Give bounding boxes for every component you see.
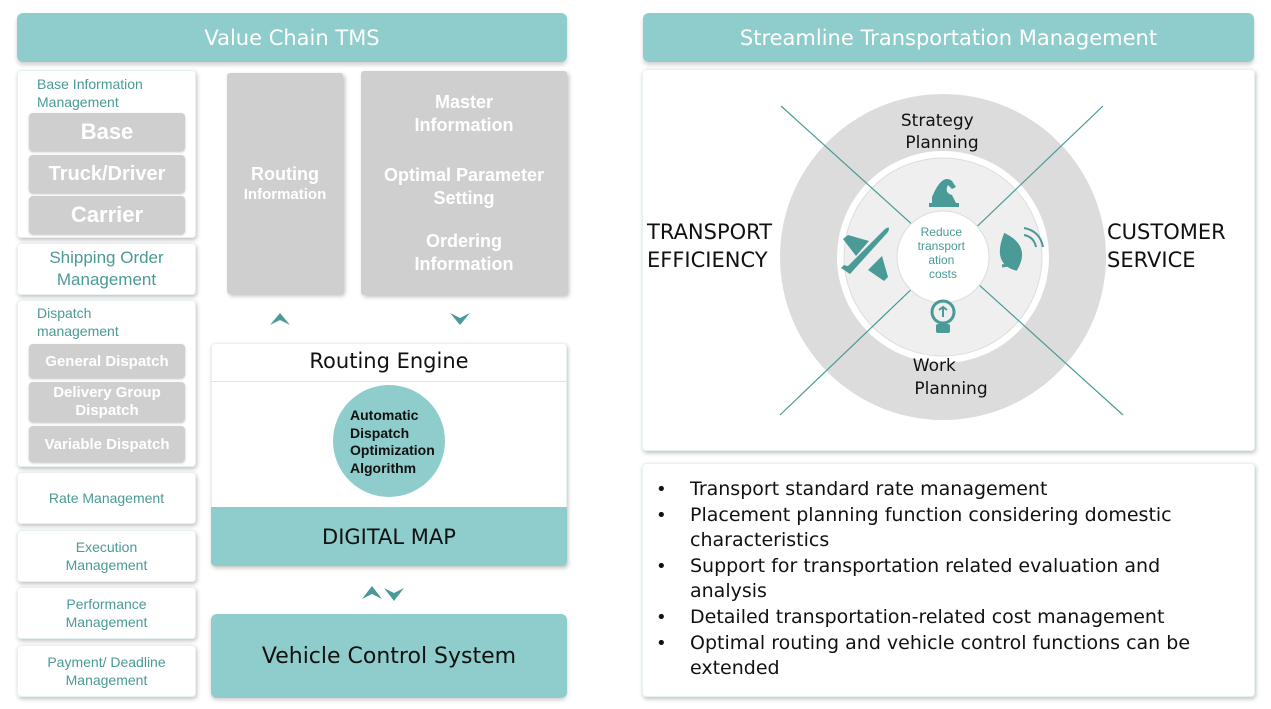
delivery-group-dispatch-button[interactable]: Delivery Group Dispatch — [29, 382, 185, 422]
vehicle-control-system: Vehicle Control System — [211, 614, 567, 698]
strategy-planning-label: Strategy Planning — [901, 111, 979, 153]
delivery-group-line1: Delivery Group — [53, 384, 161, 401]
base-info-title-line1: Base Information — [37, 76, 143, 92]
up-arrow-icon — [270, 313, 290, 325]
lightbulb-icon — [930, 299, 956, 333]
base-info-box: Base Information Management Base Truck/D… — [17, 70, 196, 238]
bidirectional-arrow-icon — [362, 586, 404, 601]
dispatch-title: Dispatch management — [37, 304, 119, 340]
digital-map-band: DIGITAL MAP — [211, 507, 567, 566]
shipping-order-box[interactable]: Shipping Order Management — [17, 243, 196, 295]
right-line2: SERVICE — [1107, 248, 1196, 272]
feature-3-line1: Support for transportation related evalu… — [690, 555, 1161, 577]
dispatch-title-line1: Dispatch — [37, 305, 92, 321]
performance-management-box[interactable]: Performance Management — [17, 587, 196, 639]
execution-line2: Management — [65, 557, 148, 573]
feature-2-line1: Placement planning function considering … — [690, 504, 1172, 526]
ordering-info-line1: Ordering — [425, 231, 502, 251]
payment-line2: Management — [65, 672, 148, 688]
shipping-order-line2: Management — [56, 270, 157, 289]
master-info-line2: Information — [414, 115, 514, 135]
transport-efficiency-label: TRANSPORT EFFICIENCY — [646, 220, 779, 272]
rate-management-box[interactable]: Rate Management — [17, 472, 196, 524]
center-label: Reduce transport ation costs — [918, 225, 969, 281]
feature-item: Placement planning function considering … — [656, 503, 1235, 553]
feature-item: Optimal routing and vehicle control func… — [656, 631, 1235, 681]
master-information-box: Master Information Optimal Parameter Set… — [361, 71, 567, 295]
algo-line1: Automatic — [350, 407, 419, 423]
feature-3-line2: analysis — [690, 580, 767, 602]
routing-engine-title: Routing Engine — [309, 349, 469, 373]
center-line1: Reduce — [921, 225, 963, 239]
strategy-line2: Planning — [905, 133, 978, 153]
center-line2: transport — [918, 239, 966, 253]
satellite-dish-icon — [999, 227, 1044, 271]
execution-line1: Execution — [75, 539, 138, 555]
left-line2: EFFICIENCY — [647, 248, 768, 272]
routing-information-box: Routing Information — [227, 73, 343, 294]
optimal-parameter-line2: Setting — [433, 188, 495, 208]
payment-deadline-box[interactable]: Payment/ Deadline Management — [17, 645, 196, 697]
strategy-diagram-panel: Strategy Planning Work Planning Reduce t… — [642, 69, 1255, 451]
algo-line4: Algorithm — [350, 459, 417, 476]
ordering-info-line2: Information — [414, 254, 514, 274]
feature-4-line1: Detailed transportation-related cost man… — [690, 606, 1165, 628]
base-button[interactable]: Base — [29, 113, 185, 151]
strategy-diagram: Strategy Planning Work Planning Reduce t… — [646, 94, 1232, 420]
feature-item: Detailed transportation-related cost man… — [656, 605, 1235, 630]
routing-engine-box: Routing Engine Automatic Dispatch Optimi… — [211, 343, 567, 566]
right-line1: CUSTOMER — [1107, 220, 1226, 244]
algorithm-circle: Automatic Dispatch Optimization Algorith… — [333, 385, 445, 497]
work-line2: Planning — [914, 379, 987, 399]
feature-5-line2: extended — [690, 657, 780, 679]
center-line4: costs — [929, 267, 957, 281]
routing-info-line2: Information — [243, 186, 327, 203]
feature-item: Transport standard rate management — [656, 477, 1235, 502]
carrier-button[interactable]: Carrier — [29, 196, 185, 234]
delivery-group-line2: Dispatch — [75, 402, 139, 419]
truck-driver-button[interactable]: Truck/Driver — [29, 155, 185, 193]
chess-knight-icon — [929, 179, 959, 207]
work-line1: Work — [913, 356, 956, 376]
down-arrow-icon — [450, 313, 470, 325]
algo-line3: Optimization — [350, 442, 435, 458]
base-info-title-line2: Management — [37, 94, 119, 110]
optimal-parameter-line1: Optimal Parameter — [383, 165, 545, 185]
feature-5-line1: Optimal routing and vehicle control func… — [690, 632, 1191, 654]
performance-line2: Management — [65, 614, 148, 630]
vehicle-control-label: Vehicle Control System — [261, 643, 517, 669]
base-info-title: Base Information Management — [37, 75, 143, 111]
execution-management-box[interactable]: Execution Management — [17, 530, 196, 582]
feature-2-line2: characteristics — [690, 529, 830, 551]
variable-dispatch-button[interactable]: Variable Dispatch — [29, 426, 185, 462]
master-info-line1: Master — [434, 92, 494, 112]
work-planning-label: Work Planning — [913, 356, 988, 399]
routing-info-line1: Routing — [251, 164, 319, 184]
features-panel: Transport standard rate management Place… — [642, 463, 1255, 697]
left-line1: TRANSPORT — [646, 220, 772, 244]
customer-service-label: CUSTOMER SERVICE — [1107, 220, 1232, 272]
feature-1-line1: Transport standard rate management — [690, 478, 1048, 500]
feature-item: Support for transportation related evalu… — [656, 554, 1235, 604]
features-list: Transport standard rate management Place… — [656, 477, 1235, 682]
digital-map-label: DIGITAL MAP — [322, 524, 456, 549]
performance-line1: Performance — [66, 596, 147, 612]
dispatch-box: Dispatch management General Dispatch Del… — [17, 300, 196, 467]
payment-line1: Payment/ Deadline — [47, 654, 166, 670]
dispatch-title-line2: management — [37, 323, 119, 339]
strategy-line1: Strategy — [901, 111, 974, 131]
left-header: Value Chain TMS — [17, 13, 567, 62]
rate-management-label: Rate Management — [48, 490, 165, 506]
shipping-order-line1: Shipping Order — [49, 248, 164, 267]
right-header: Streamline Transportation Management — [643, 13, 1254, 62]
algo-line2: Dispatch — [350, 424, 410, 441]
airplane-icon — [841, 227, 889, 281]
center-line3: ation — [928, 253, 954, 267]
general-dispatch-button[interactable]: General Dispatch — [29, 344, 185, 378]
